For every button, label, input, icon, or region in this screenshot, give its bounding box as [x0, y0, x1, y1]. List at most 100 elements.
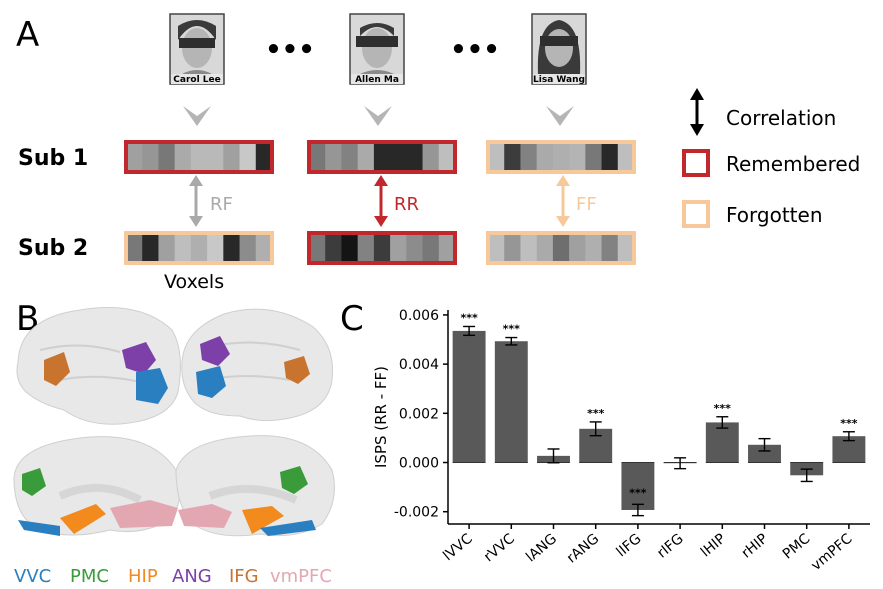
voxel-cell [536, 233, 554, 263]
voxel-strip [307, 140, 457, 174]
x-tick-label: lANG [523, 531, 560, 566]
voxel-cell [341, 142, 359, 172]
bar [452, 330, 486, 463]
voxel-cell [325, 233, 342, 263]
brain-lateral-right [181, 308, 334, 422]
significance-label: *** [629, 487, 647, 500]
voxel-cell [255, 233, 273, 263]
y-tick-label: 0.002 [399, 406, 439, 422]
face-carol-lee: Carol Lee [169, 13, 225, 85]
voxel-cell [158, 142, 176, 172]
voxel-cell [223, 142, 241, 172]
bar [705, 422, 739, 463]
sub2-label: Sub 2 [18, 236, 88, 261]
voxel-cell [357, 142, 375, 172]
voxel-cell [552, 142, 570, 172]
significance-label: *** [460, 311, 478, 324]
voxel-cell [390, 233, 407, 263]
voxel-strip [486, 140, 636, 174]
voxel-strip [124, 231, 274, 265]
voxel-cell [504, 233, 521, 263]
voxel-cell [239, 142, 257, 172]
voxel-cell [617, 142, 635, 172]
voxel-cell [390, 142, 407, 172]
remembered-swatch [682, 149, 710, 177]
voxel-cell [190, 233, 208, 263]
voxel-cell [488, 233, 505, 263]
x-tick-label: PMC [780, 531, 814, 563]
y-axis-label: ISPS (RR - FF) [372, 366, 390, 468]
voxel-strip-border [307, 140, 457, 174]
voxel-cell [207, 233, 224, 263]
y-tick-label: 0.006 [399, 308, 439, 324]
face-allen-ma: Allen Ma [349, 13, 405, 85]
voxel-cell [142, 142, 159, 172]
voxel-cell [373, 233, 391, 263]
down-chevron-icon [183, 106, 211, 126]
voxel-cell [585, 233, 603, 263]
voxel-cell [309, 233, 326, 263]
region-ang: ANG [172, 566, 212, 587]
x-tick-label: rHIP [739, 531, 771, 562]
face-name: Allen Ma [355, 75, 399, 85]
x-tick-label: rIFG [654, 531, 686, 562]
legend: Correlation Remembered Forgotten [682, 88, 860, 228]
x-tick-label: rVVC [481, 531, 518, 566]
panel-a-letter: A [16, 15, 39, 55]
voxel-cell [406, 142, 424, 172]
brain-lateral-left [16, 307, 181, 425]
ellipsis-1: ••• [265, 35, 315, 65]
rf-label: RF [210, 194, 233, 215]
brain-medial-left [13, 436, 181, 536]
voxel-strip-border [124, 231, 274, 265]
voxel-cell [406, 233, 424, 263]
ellipsis-2: ••• [450, 35, 500, 65]
voxel-cell [239, 233, 257, 263]
voxel-cell [601, 142, 619, 172]
face-name: Lisa Wang [533, 75, 585, 85]
voxel-strip [486, 231, 636, 265]
sub1-label: Sub 1 [18, 146, 88, 171]
voxel-cell [126, 233, 143, 263]
voxel-cell [255, 142, 273, 172]
region-vmpfc: vmPFC [270, 566, 332, 587]
y-tick-label: 0.000 [399, 456, 439, 472]
voxel-patterns [124, 140, 636, 265]
voxel-cell [601, 233, 619, 263]
x-tick-label: vmPFC [808, 531, 855, 574]
voxel-cell [325, 142, 342, 172]
region-pmc: PMC [70, 566, 109, 587]
significance-label: *** [503, 323, 521, 336]
region-hip: HIP [128, 566, 158, 587]
legend-correlation: Correlation [726, 106, 836, 130]
voxel-cell [488, 142, 505, 172]
bar [494, 341, 528, 463]
rf-correlation: RF [189, 175, 233, 227]
panel-c-letter: C [340, 299, 364, 339]
face-lisa-wang: Lisa Wang [531, 13, 587, 85]
x-tick-label: lVVC [440, 531, 476, 564]
voxel-cell [569, 233, 586, 263]
rr-correlation: RR [374, 175, 419, 227]
voxel-cell [174, 233, 192, 263]
voxel-cell [422, 142, 440, 172]
y-tick-label: 0.004 [399, 357, 439, 373]
rr-label: RR [394, 194, 419, 215]
voxel-cell [536, 142, 554, 172]
voxel-strip-border [486, 140, 636, 174]
voxel-cell [520, 233, 538, 263]
down-chevron-icon [364, 106, 392, 126]
voxel-cell [569, 142, 586, 172]
significance-label: *** [840, 417, 858, 430]
voxel-strip [307, 231, 457, 265]
face-name: Carol Lee [173, 75, 220, 85]
forgotten-swatch [682, 200, 710, 228]
voxel-cell [357, 233, 375, 263]
voxel-strip-border [307, 231, 457, 265]
voxel-cell [552, 233, 570, 263]
voxel-cell [520, 142, 538, 172]
x-tick-label: lHIP [698, 531, 729, 561]
y-tick-label: -0.002 [394, 505, 439, 521]
